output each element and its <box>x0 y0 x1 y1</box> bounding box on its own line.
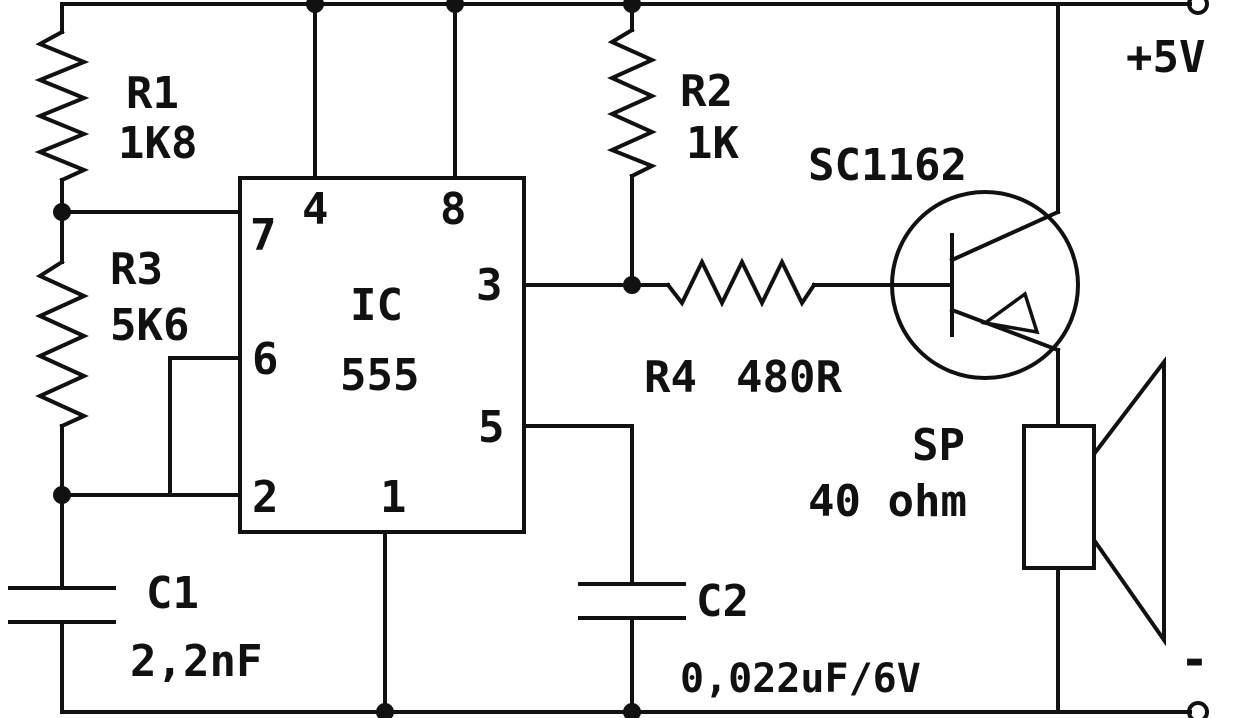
ic-pin5-label: 5 <box>478 402 505 453</box>
r3-name: R3 <box>110 244 163 295</box>
c1-capacitor <box>8 493 116 714</box>
negative-terminal <box>1187 701 1209 718</box>
junction-c2-ground <box>623 703 641 718</box>
speaker-value: 40 ohm <box>808 476 967 527</box>
junction-pin1-ground <box>376 703 394 718</box>
ic-pin3-label: 3 <box>476 260 503 311</box>
supply-positive-label: +5V <box>1126 32 1205 83</box>
positive-terminal <box>1187 0 1209 15</box>
r3-resistor <box>35 210 89 497</box>
c1-value: 2,2nF <box>130 636 262 687</box>
ic-pin2-label: 2 <box>252 472 279 523</box>
ic-name: IC <box>350 280 403 331</box>
ic-pin4-label: 4 <box>302 184 329 235</box>
c2-capacitor <box>578 582 686 714</box>
junction-r2-rail <box>623 0 641 13</box>
ic-555-body <box>238 176 526 534</box>
r1-value: 1K8 <box>118 118 197 169</box>
junction-pin8-rail <box>446 0 464 13</box>
c1-name: C1 <box>146 568 199 619</box>
c2-name: C2 <box>696 576 749 627</box>
r4-name: R4 <box>644 352 697 403</box>
r2-resistor <box>606 2 657 287</box>
r1-resistor <box>34 2 90 214</box>
ic-part: 555 <box>340 350 419 401</box>
r3-value: 5K6 <box>110 300 189 351</box>
r1-name: R1 <box>126 68 179 119</box>
speaker-name: SP <box>912 420 965 471</box>
wire-pin6 <box>168 356 242 497</box>
supply-negative-label: - <box>1180 632 1209 688</box>
junction-pin4-rail <box>306 0 324 13</box>
ic-pin7-label: 7 <box>250 210 277 261</box>
speaker-symbol <box>1022 356 1166 714</box>
ic-pin6-label: 6 <box>252 334 279 385</box>
r2-name: R2 <box>680 66 733 117</box>
r2-value: 1K <box>686 118 739 169</box>
transistor-label: SC1162 <box>808 140 967 191</box>
c2-value: 0,022uF/6V <box>680 656 921 702</box>
junction-r1-r3 <box>53 203 71 221</box>
transistor-sc1162 <box>890 190 1080 380</box>
r4-resistor <box>630 257 950 308</box>
ic-pin1-label: 1 <box>380 472 407 523</box>
wire-pin5 <box>522 424 634 586</box>
r4-value: 480R <box>736 352 842 403</box>
ic-pin8-label: 8 <box>440 184 467 235</box>
